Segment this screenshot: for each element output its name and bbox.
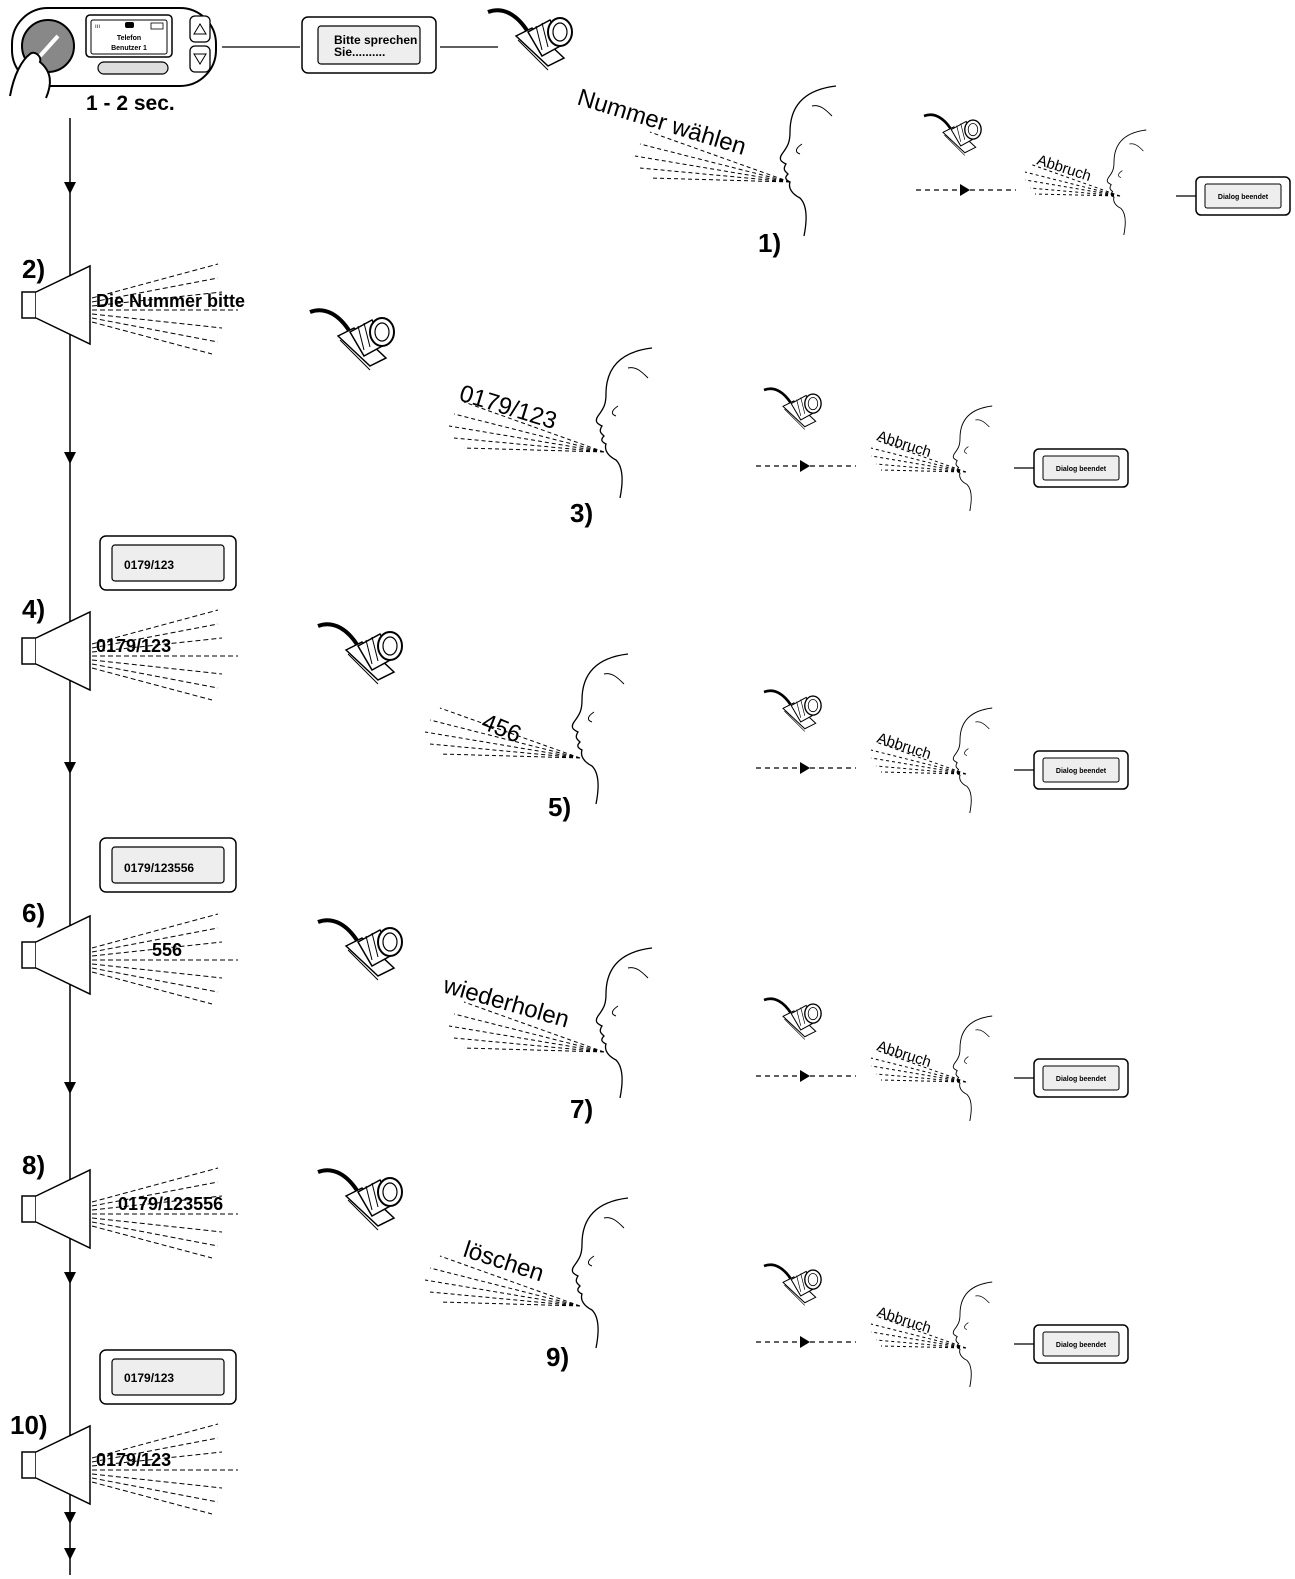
step-number: 4) <box>22 594 45 624</box>
microphone-icon <box>922 113 983 157</box>
step-number: 9) <box>546 1342 569 1372</box>
step-10-display: 0179/123 <box>99 1349 237 1405</box>
step-5: 456 5) <box>424 653 629 822</box>
device-display-line2: Benutzer 1 <box>111 45 147 52</box>
up-button[interactable] <box>189 15 211 43</box>
face-icon <box>952 1281 993 1388</box>
dashed-arrow <box>755 1069 857 1083</box>
step-4-display: 0179/123 <box>99 535 237 591</box>
cancel-display-text: Dialog beendet <box>1218 194 1269 201</box>
step-4: 4) 0179/123 <box>21 594 239 701</box>
down-arrow-icon <box>193 53 207 65</box>
system-prompt: Die Nummer bitte <box>96 291 245 311</box>
initial-display: Bitte sprechen Sie.......... <box>301 16 437 74</box>
face-icon <box>595 947 653 1099</box>
face-icon <box>779 85 837 237</box>
control-device: ııı Telefon Benutzer 1 1 - 2 sec. <box>9 7 217 115</box>
spoken-command: Nummer wählen <box>574 84 749 161</box>
face-icon <box>952 405 993 512</box>
cancel-word: Abbruch <box>1035 152 1093 185</box>
dashed-arrow <box>755 1335 857 1349</box>
cancel-branch-9: Abbruch Dialog beendet <box>755 1263 1129 1388</box>
face-icon <box>571 1197 629 1349</box>
step-1: Nummer wählen 1) <box>574 84 837 258</box>
face-icon <box>952 1015 993 1122</box>
battery-icon <box>150 22 164 30</box>
down-button[interactable] <box>189 45 211 73</box>
step-9: löschen 9) <box>424 1197 629 1372</box>
microphone-icon <box>762 387 823 431</box>
initial-display-line1: Bitte sprechen <box>334 33 417 47</box>
cancel-display-text: Dialog beendet <box>1056 1076 1107 1083</box>
step-number: 3) <box>570 498 593 528</box>
step-8: 8) 0179/123556 <box>21 1150 239 1259</box>
finger-icon <box>9 51 51 99</box>
speaker-icon <box>21 913 239 1005</box>
microphone-icon <box>308 308 396 372</box>
up-arrow-icon <box>193 23 207 35</box>
number-display-text: 0179/123556 <box>124 861 194 875</box>
face-icon <box>1106 129 1147 236</box>
step-2: 2) Die Nummer bitte <box>21 254 245 355</box>
step-number: 1) <box>758 228 781 258</box>
step-number: 10) <box>10 1410 48 1440</box>
microphone-icon <box>486 8 574 73</box>
cancel-display-text: Dialog beendet <box>1056 466 1107 473</box>
initial-display-line2: Sie.......... <box>334 45 385 59</box>
face-icon <box>595 347 653 499</box>
step-6: 6) 556 <box>21 898 239 1005</box>
step-number: 7) <box>570 1094 593 1124</box>
signal-strength-icon: ııı <box>95 24 100 30</box>
microphone-icon <box>316 918 404 982</box>
spoken-command: löschen <box>460 1236 547 1287</box>
microphone-icon <box>762 1263 823 1307</box>
step-6-display: 0179/123556 <box>99 837 237 893</box>
hold-time-label: 1 - 2 sec. <box>86 92 175 115</box>
microphone-icon <box>762 997 823 1041</box>
dashed-arrow <box>755 761 857 775</box>
number-display-text: 0179/123 <box>124 558 174 572</box>
system-prompt: 0179/123 <box>96 1450 171 1470</box>
microphone-icon <box>762 689 823 733</box>
cancel-display-text: Dialog beendet <box>1056 768 1107 775</box>
cancel-display-text: Dialog beendet <box>1056 1342 1107 1349</box>
cancel-branch-1: Abbruch Dialog beendet <box>915 113 1291 236</box>
dashed-arrow <box>915 183 1017 197</box>
spoken-command: 0179/123 <box>456 380 560 435</box>
step-10: 10) 0179/123 <box>10 1410 239 1515</box>
spoken-command: wiederholen <box>439 972 572 1034</box>
microphone-icon <box>316 1168 404 1232</box>
car-icon <box>125 22 134 28</box>
step-number: 2) <box>22 254 45 284</box>
system-prompt: 556 <box>152 940 182 960</box>
number-display-text: 0179/123 <box>124 1371 174 1385</box>
cancel-branch-3: Abbruch Dialog beendet <box>755 387 1129 512</box>
rocker-button[interactable] <box>97 61 169 75</box>
step-3: 0179/123 3) <box>448 347 653 528</box>
microphone-icon <box>316 622 404 686</box>
step-number: 5) <box>548 792 571 822</box>
dashed-arrow <box>755 459 857 473</box>
system-prompt: 0179/123 <box>96 636 171 656</box>
cancel-branch-7: Abbruch Dialog beendet <box>755 997 1129 1122</box>
cancel-word: Abbruch <box>875 730 933 763</box>
phone-handset-icon <box>38 34 60 58</box>
cancel-word: Abbruch <box>875 1304 933 1337</box>
device-display-line1: Telefon <box>117 35 141 42</box>
cancel-branch-5: Abbruch Dialog beendet <box>755 689 1129 814</box>
flow-arrows <box>64 182 76 1560</box>
step-7: wiederholen 7) <box>439 947 653 1124</box>
face-icon <box>952 707 993 814</box>
system-prompt: 0179/123556 <box>118 1194 223 1214</box>
cancel-word: Abbruch <box>875 1038 933 1071</box>
step-number: 8) <box>22 1150 45 1180</box>
step-number: 6) <box>22 898 45 928</box>
cancel-word: Abbruch <box>875 428 933 461</box>
face-icon <box>571 653 629 805</box>
